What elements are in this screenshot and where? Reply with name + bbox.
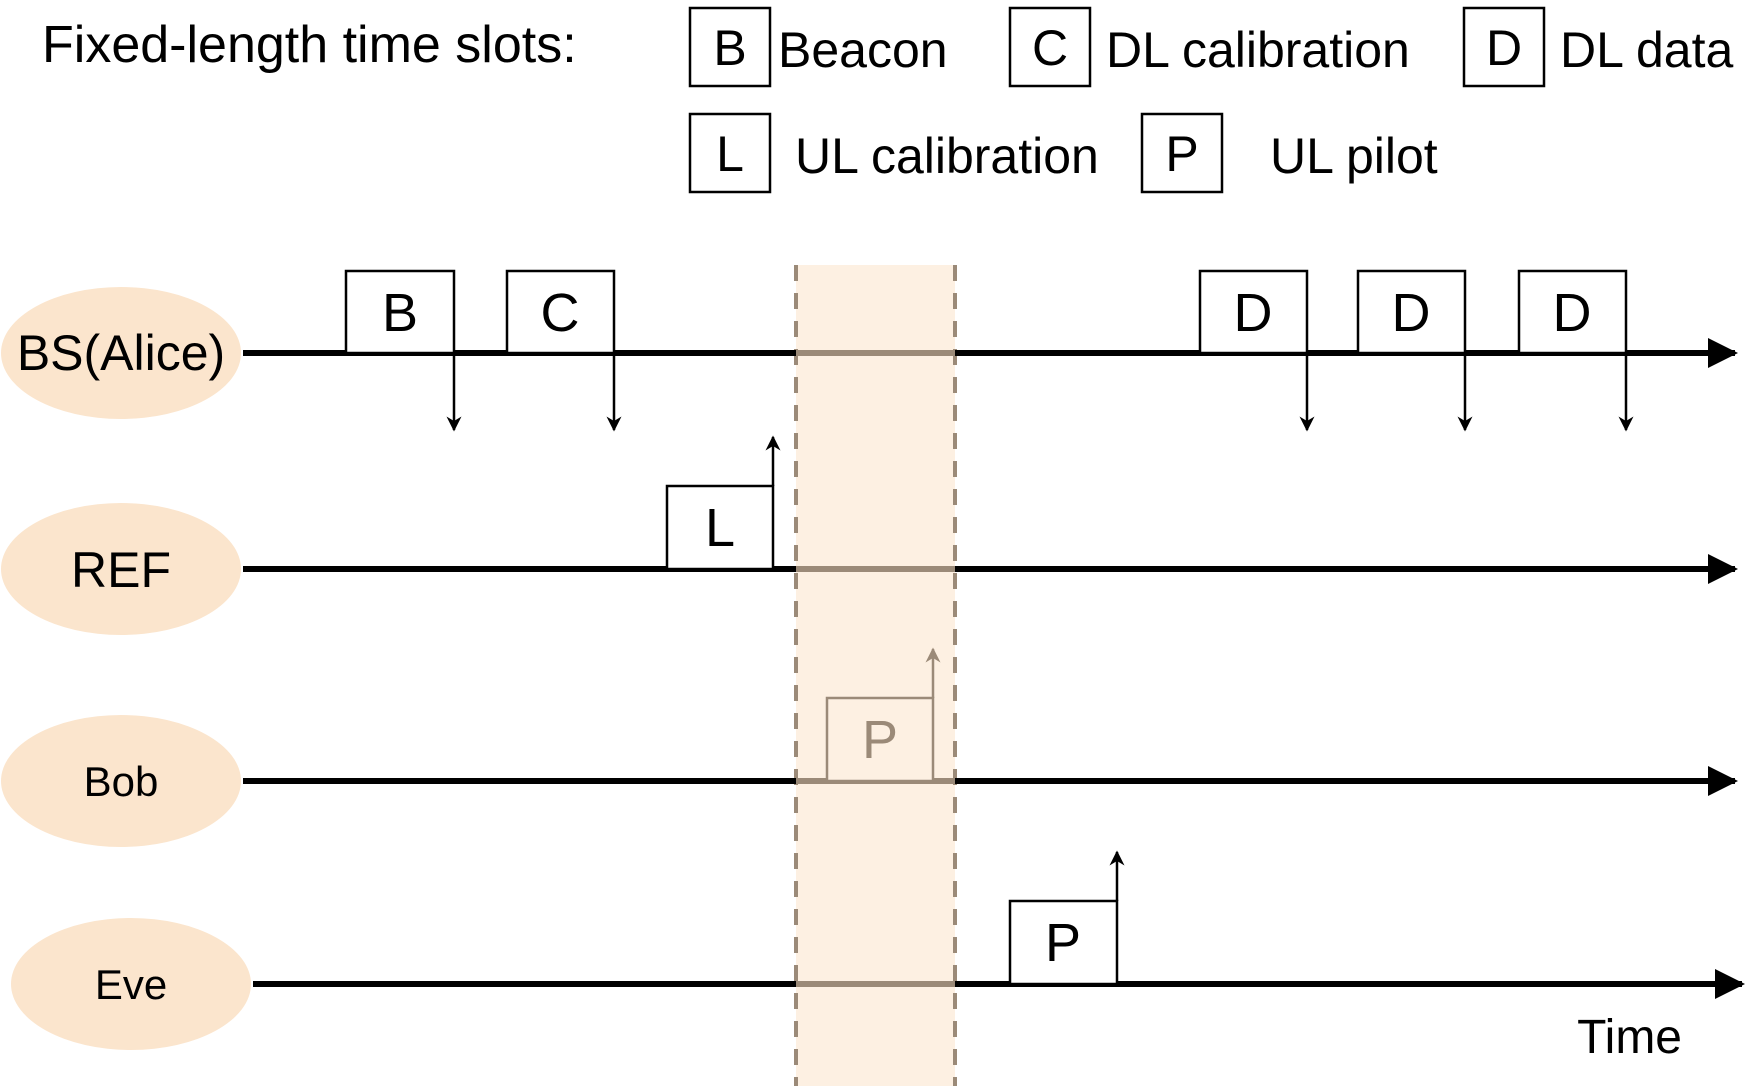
node-ref <box>1 503 241 635</box>
slot-box <box>1008 899 1119 986</box>
row-bob: Bob P <box>1 647 1738 847</box>
node-label: Eve <box>95 961 167 1008</box>
slot-key: L <box>705 498 735 558</box>
legend-key: P <box>1165 126 1198 182</box>
slot-ul-pilot-bob: P <box>825 647 941 783</box>
slot-box <box>344 269 456 355</box>
slot-box <box>825 696 935 783</box>
legend: Fixed-length time slots: B Beacon C DL c… <box>42 6 1733 194</box>
legend-title: Fixed-length time slots: <box>42 16 577 74</box>
slot-box <box>1517 269 1628 355</box>
legend-key-box <box>1462 6 1546 88</box>
slot-key: D <box>1553 283 1592 343</box>
legend-key: D <box>1486 20 1522 76</box>
slot-key: P <box>1045 913 1081 973</box>
legend-key: L <box>716 126 744 182</box>
slot-key: D <box>1392 283 1431 343</box>
slot-box <box>505 269 616 355</box>
node-eve <box>11 918 251 1050</box>
slot-box <box>1198 269 1309 355</box>
legend-item-dl-calibration: C DL calibration <box>1008 6 1410 88</box>
slot-dl-data-2: D <box>1356 269 1473 432</box>
node-label: Bob <box>84 758 159 805</box>
slot-ul-pilot-eve: P <box>1008 850 1125 986</box>
slot-key: C <box>541 283 580 343</box>
slot-key: D <box>1234 283 1273 343</box>
legend-key-box <box>1140 112 1224 194</box>
time-axis-label: Time <box>1577 1011 1682 1064</box>
legend-key-box <box>688 6 772 88</box>
legend-label: DL calibration <box>1106 22 1410 78</box>
node-label: BS(Alice) <box>17 325 225 381</box>
slot-box <box>665 484 775 571</box>
node-bob <box>1 715 241 847</box>
legend-label: Beacon <box>778 22 948 78</box>
legend-key: B <box>713 20 746 76</box>
legend-item-ul-pilot: P UL pilot <box>1140 112 1438 194</box>
slot-dl-calibration: C <box>505 269 622 432</box>
slot-dl-data-3: D <box>1517 269 1634 432</box>
slot-key: P <box>862 710 898 770</box>
legend-key-box <box>1008 6 1092 88</box>
legend-label: UL pilot <box>1270 128 1438 184</box>
slot-beacon: B <box>344 269 462 432</box>
legend-item-ul-calibration: L UL calibration <box>688 112 1099 194</box>
slot-ul-calibration: L <box>665 435 781 571</box>
row-eve: Eve P Time <box>11 850 1745 1064</box>
slot-box <box>1356 269 1467 355</box>
slot-dl-data-1: D <box>1198 269 1315 432</box>
node-alice <box>1 287 241 419</box>
legend-key: C <box>1032 20 1068 76</box>
highlight-band <box>796 265 955 1086</box>
highlight-window <box>794 265 957 1086</box>
row-ref: REF L <box>1 435 1738 635</box>
row-alice: BS(Alice) B C D D D <box>1 269 1738 432</box>
legend-item-dl-data: D DL data <box>1462 6 1733 88</box>
legend-label: DL data <box>1560 22 1733 78</box>
legend-item-beacon: B Beacon <box>688 6 948 88</box>
legend-label: UL calibration <box>795 128 1099 184</box>
legend-key-box <box>688 112 772 194</box>
node-label: REF <box>71 542 171 598</box>
slot-key: B <box>382 283 418 343</box>
